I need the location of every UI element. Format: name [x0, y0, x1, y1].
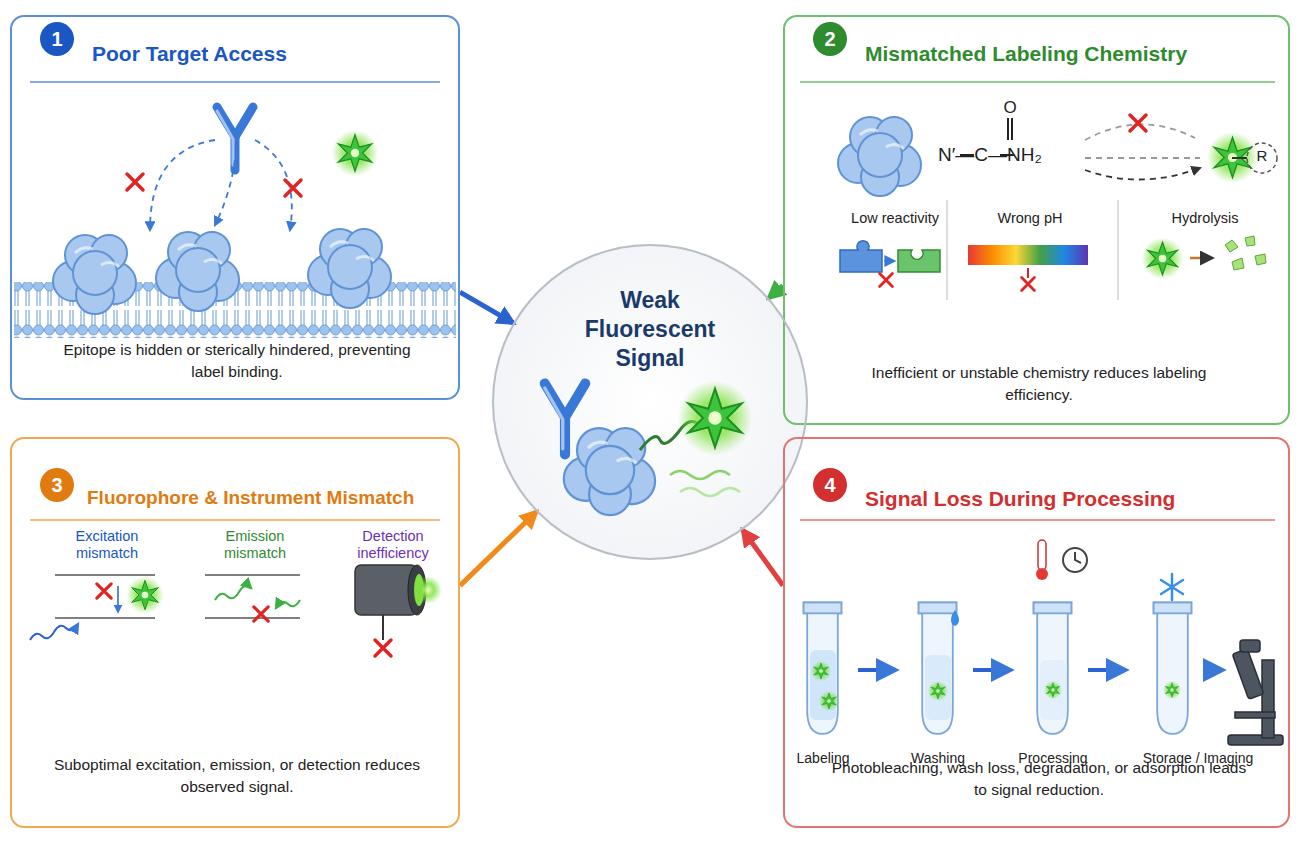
part-label: Detection inefficiency	[338, 528, 448, 563]
cause-arrow	[460, 292, 513, 323]
part-label: R	[1250, 147, 1274, 165]
panel-caption: Epitope is hidden or sterically hindered…	[47, 339, 427, 384]
callout-number: 4	[813, 468, 847, 502]
part-label: Labeling	[787, 750, 859, 767]
part-label: Emission mismatch	[200, 528, 310, 563]
panel-heading: Fluorophore & Instrument Mismatch	[87, 487, 414, 509]
cause-arrow	[460, 512, 536, 586]
cause-panel: Signal Loss During ProcessingPhotobleach…	[783, 437, 1290, 828]
panel-heading: Signal Loss During Processing	[865, 487, 1175, 511]
callout-number: 2	[813, 22, 847, 56]
callout-number: 1	[40, 22, 74, 56]
part-label: N′—C—NH₂	[928, 144, 1052, 167]
part-label: Wrong pH	[975, 210, 1085, 227]
part-label: Excitation mismatch	[52, 528, 162, 563]
part-label: Storage / Imaging	[1128, 750, 1268, 767]
part-label: Washing	[902, 750, 974, 767]
cause-arrow	[769, 286, 783, 298]
center-circle: Weak Fluorescent Signal	[492, 244, 808, 560]
part-label: Processing	[1012, 750, 1094, 767]
panel-heading: Mismatched Labeling Chemistry	[865, 42, 1187, 66]
cause-panel: Fluorophore & Instrument MismatchSubopti…	[10, 437, 460, 828]
panel-caption: Inefficient or unstable chemistry reduce…	[839, 362, 1239, 407]
part-label: O	[1001, 98, 1019, 118]
center-title: Weak Fluorescent Signal	[494, 286, 806, 372]
panel-heading: Poor Target Access	[92, 42, 287, 66]
panel-caption: Suboptimal excitation, emission, or dete…	[42, 754, 432, 799]
cause-arrow	[743, 530, 783, 586]
part-label: Hydrolysis	[1150, 210, 1260, 227]
part-label: Low reactivity	[840, 210, 950, 227]
cause-panel: Poor Target AccessEpitope is hidden or s…	[10, 15, 460, 400]
callout-number: 3	[40, 468, 74, 502]
